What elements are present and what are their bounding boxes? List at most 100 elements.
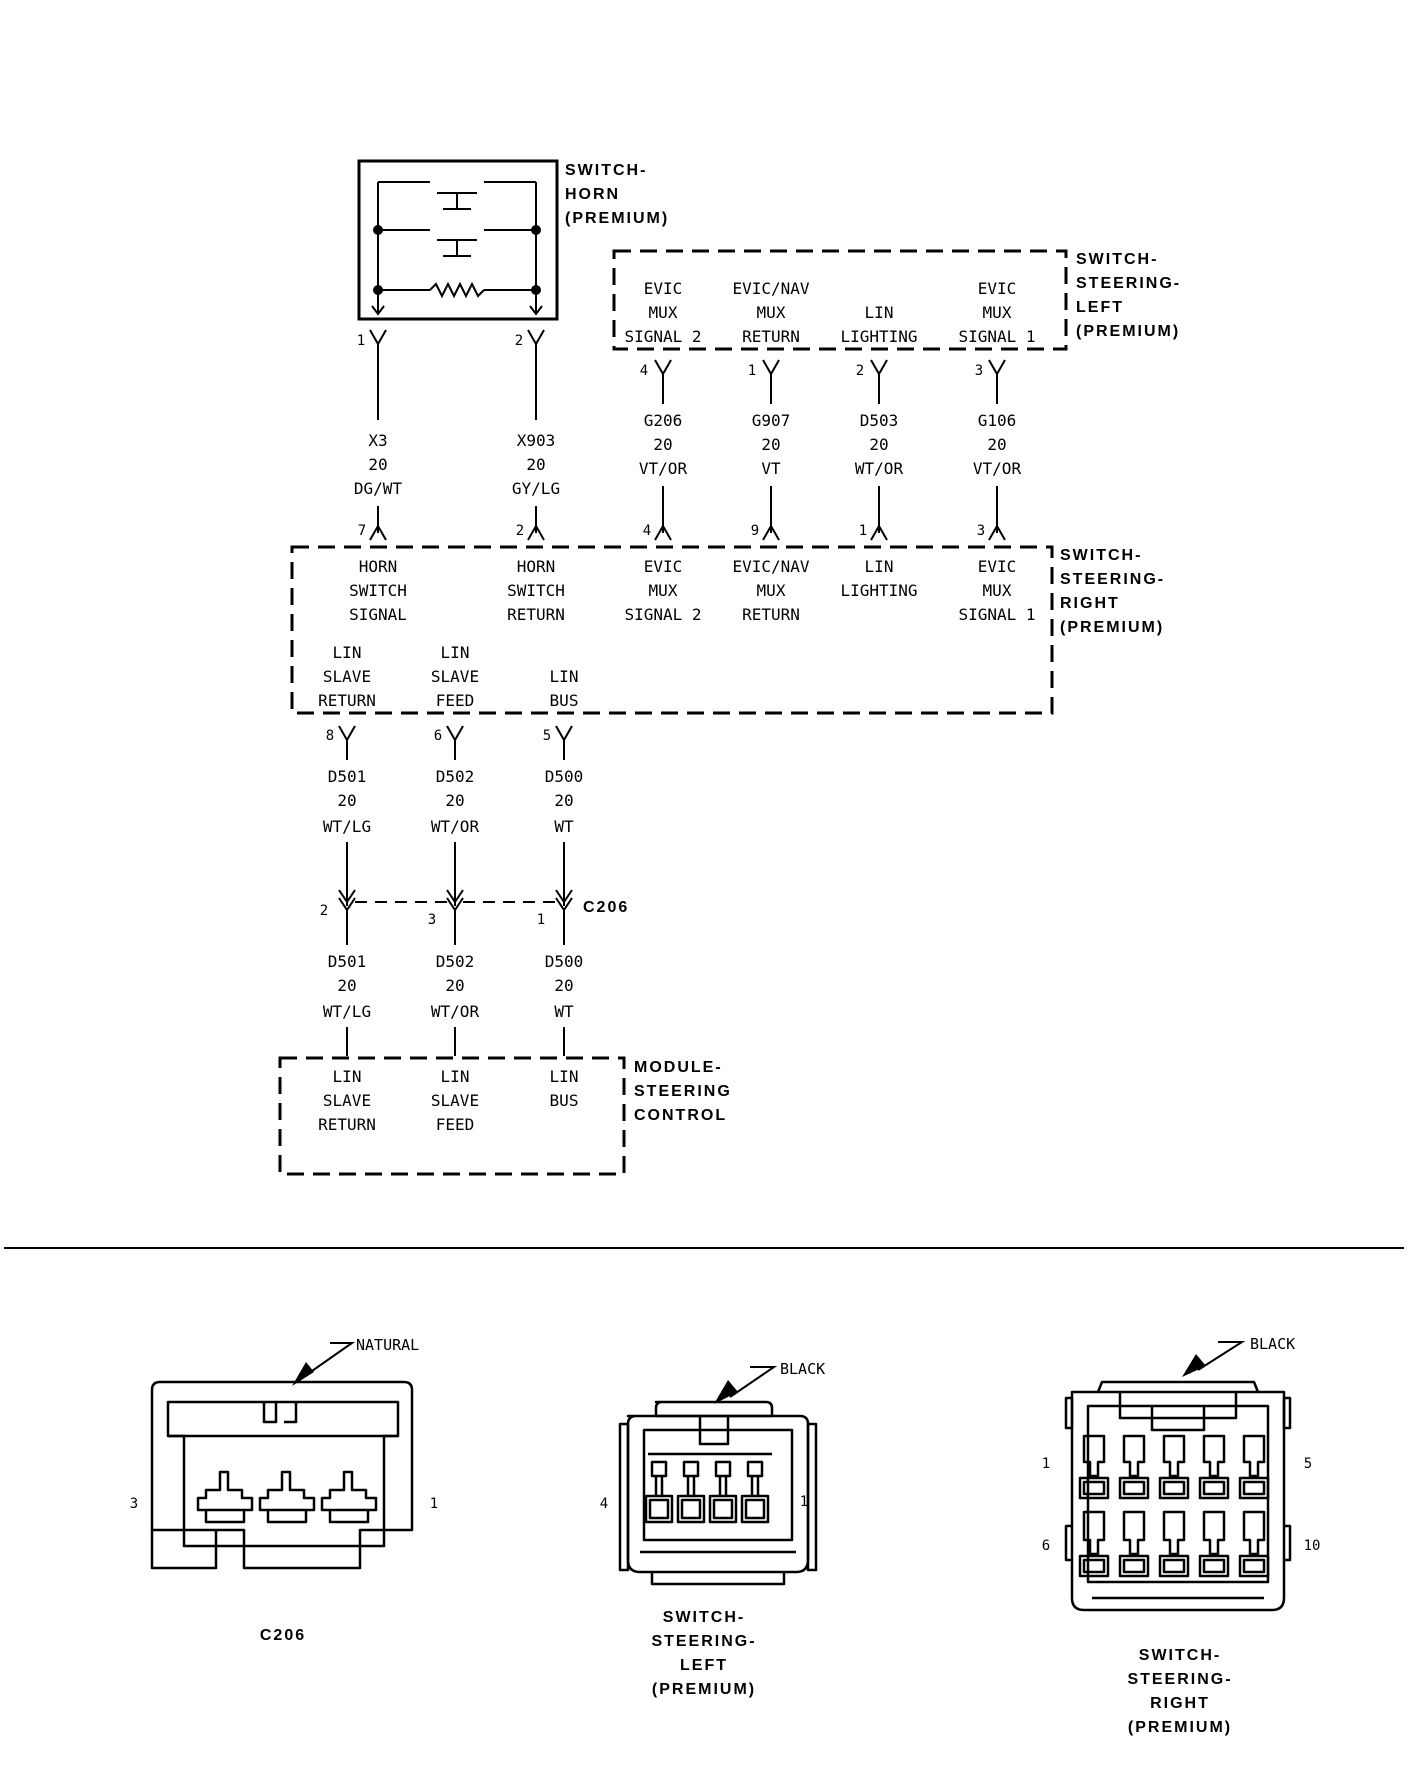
right-pin-5: 5	[543, 728, 551, 744]
c206-inline: 2 3 1 C206	[320, 842, 629, 945]
right-view-name-4: (PREMIUM)	[1128, 1719, 1232, 1736]
left-fn-1-l3: SIGNAL 2	[624, 327, 701, 346]
right-bfn-1-l1: LIN	[333, 643, 362, 662]
right-pin-8: 8	[326, 728, 334, 744]
connector-view-c206: NATURAL 3 1 C206	[130, 1336, 438, 1644]
module-fn-2-l3: FEED	[436, 1115, 475, 1134]
left-view-name-2: STEERING-	[651, 1633, 756, 1650]
left-fn-2-l1: EVIC/NAV	[732, 279, 809, 298]
right-view-pin-10: 10	[1304, 1538, 1321, 1554]
horn-pin-2: 2	[515, 333, 523, 349]
left-switch-title-3: LEFT	[1076, 299, 1124, 316]
right-fn-1-l3: SIGNAL	[349, 605, 407, 624]
wire-d500-gauge: 20	[554, 791, 573, 810]
left-view-pin-4: 4	[600, 1496, 608, 1512]
right-steering-switch: SWITCH- STEERING- RIGHT (PREMIUM) 7 2 4 …	[290, 523, 1165, 744]
module-fn-2-l1: LIN	[441, 1067, 470, 1086]
wire-d501-gauge: 20	[337, 791, 356, 810]
wire-g907-gauge: 20	[761, 435, 780, 454]
right-fn-6-l3: SIGNAL 1	[958, 605, 1035, 624]
wire-d500-color: WT	[554, 817, 574, 836]
wire-d502-gauge: 20	[445, 791, 464, 810]
module-title-3: CONTROL	[634, 1107, 727, 1124]
right-switch-title-3: RIGHT	[1060, 595, 1120, 612]
right-switch-title-2: STEERING-	[1060, 571, 1165, 588]
left-fn-2-l2: MUX	[757, 303, 786, 322]
wire-d502-circuit: D502	[436, 767, 475, 786]
lwire-d500-color: WT	[554, 1002, 574, 1021]
left-switch-title-1: SWITCH-	[1076, 251, 1158, 268]
wire-d502-color: WT/OR	[431, 817, 480, 836]
right-view-pin-5: 5	[1304, 1456, 1312, 1472]
right-switch-title-1: SWITCH-	[1060, 547, 1142, 564]
right-bfn-2-l1: LIN	[441, 643, 470, 662]
left-fn-4-l3: SIGNAL 1	[958, 327, 1035, 346]
wire-d503-circuit: D503	[860, 411, 899, 430]
right-fn-3-l3: SIGNAL 2	[624, 605, 701, 624]
wire-d503-color: WT/OR	[855, 459, 904, 478]
module-fn-1-l1: LIN	[333, 1067, 362, 1086]
right-switch-outline	[290, 545, 1054, 715]
right-bfn-2-l3: FEED	[436, 691, 475, 710]
lower-wire-labels: D501 20 WT/LG D502 20 WT/OR D500 20 WT	[323, 952, 583, 1056]
module-title-2: STEERING	[634, 1083, 732, 1100]
lwire-d501-color: WT/LG	[323, 1002, 371, 1021]
wire-g206-circuit: G206	[644, 411, 683, 430]
module-fn-3-l2: BUS	[550, 1091, 579, 1110]
c206-pin-3: 3	[428, 912, 436, 928]
upper-terminals	[369, 329, 1006, 420]
right-view-color-tag: BLACK	[1250, 1335, 1295, 1353]
module-fn-2-l2: SLAVE	[431, 1091, 479, 1110]
c206-pin-1: 1	[537, 912, 545, 928]
upper-wire-labels: X3 20 DG/WT X903 20 GY/LG G206 20 VT/OR …	[354, 411, 1022, 498]
connector-view-left-switch: BLACK 4 1 SWITCH- STEERING- LEFT (PREMIU…	[600, 1360, 825, 1698]
wire-d501-circuit: D501	[328, 767, 367, 786]
right-view-name-1: SWITCH-	[1139, 1647, 1221, 1664]
wire-d500-circuit: D500	[545, 767, 584, 786]
left-switch-title-4: (PREMIUM)	[1076, 323, 1180, 340]
right-fn-4-l3: RETURN	[742, 605, 800, 624]
c206-view-pin-3: 3	[130, 1496, 138, 1512]
mid-wire-labels: D501 20 WT/LG D502 20 WT/OR D500 20 WT	[323, 767, 583, 836]
wire-g206-gauge: 20	[653, 435, 672, 454]
right-fn-4-l1: EVIC/NAV	[732, 557, 809, 576]
module-outline	[278, 1056, 626, 1176]
connector-view-right-switch: BLACK 1 5 6 10 SWITCH- STEERING- RIGH	[1042, 1335, 1321, 1736]
right-pin-7: 7	[358, 523, 366, 539]
right-bfn-2-l2: SLAVE	[431, 667, 479, 686]
left-fn-3-l1: LIN	[865, 303, 894, 322]
wire-g907-color: VT	[761, 459, 781, 478]
lwire-d500-gauge: 20	[554, 976, 573, 995]
left-pin-3: 3	[975, 363, 983, 379]
c206-label: C206	[583, 899, 629, 916]
wire-d503-gauge: 20	[869, 435, 888, 454]
lwire-d501-gauge: 20	[337, 976, 356, 995]
left-view-name-1: SWITCH-	[663, 1609, 745, 1626]
right-fn-2-l2: SWITCH	[507, 581, 565, 600]
steering-control-module: MODULE- STEERING CONTROL LIN SLAVE RETUR…	[278, 1056, 732, 1176]
left-switch-outline	[612, 249, 1068, 351]
left-fn-1-l2: MUX	[649, 303, 678, 322]
right-fn-1-l1: HORN	[359, 557, 398, 576]
c206-color-tag: NATURAL	[356, 1336, 419, 1354]
wire-x903-circuit: X903	[517, 431, 556, 450]
module-fn-1-l3: RETURN	[318, 1115, 376, 1134]
lwire-d502-circuit: D502	[436, 952, 475, 971]
right-pin-6: 6	[434, 728, 442, 744]
right-pin-2: 2	[516, 523, 524, 539]
left-fn-1-l1: EVIC	[644, 279, 683, 298]
left-view-color-tag: BLACK	[780, 1360, 825, 1378]
left-switch-title-2: STEERING-	[1076, 275, 1181, 292]
right-bfn-3-l2: BUS	[550, 691, 579, 710]
left-view-name-4: (PREMIUM)	[652, 1681, 756, 1698]
right-view-pin-6: 6	[1042, 1538, 1050, 1554]
module-fn-3-l1: LIN	[550, 1067, 579, 1086]
wire-x903-color: GY/LG	[512, 479, 560, 498]
horn-pin-1: 1	[357, 333, 365, 349]
right-bfn-3-l1: LIN	[550, 667, 579, 686]
c206-pin-2: 2	[320, 903, 328, 919]
c206-view-pin-1: 1	[430, 1496, 438, 1512]
right-fn-2-l3: RETURN	[507, 605, 565, 624]
lwire-d502-color: WT/OR	[431, 1002, 480, 1021]
lwire-d501-circuit: D501	[328, 952, 367, 971]
